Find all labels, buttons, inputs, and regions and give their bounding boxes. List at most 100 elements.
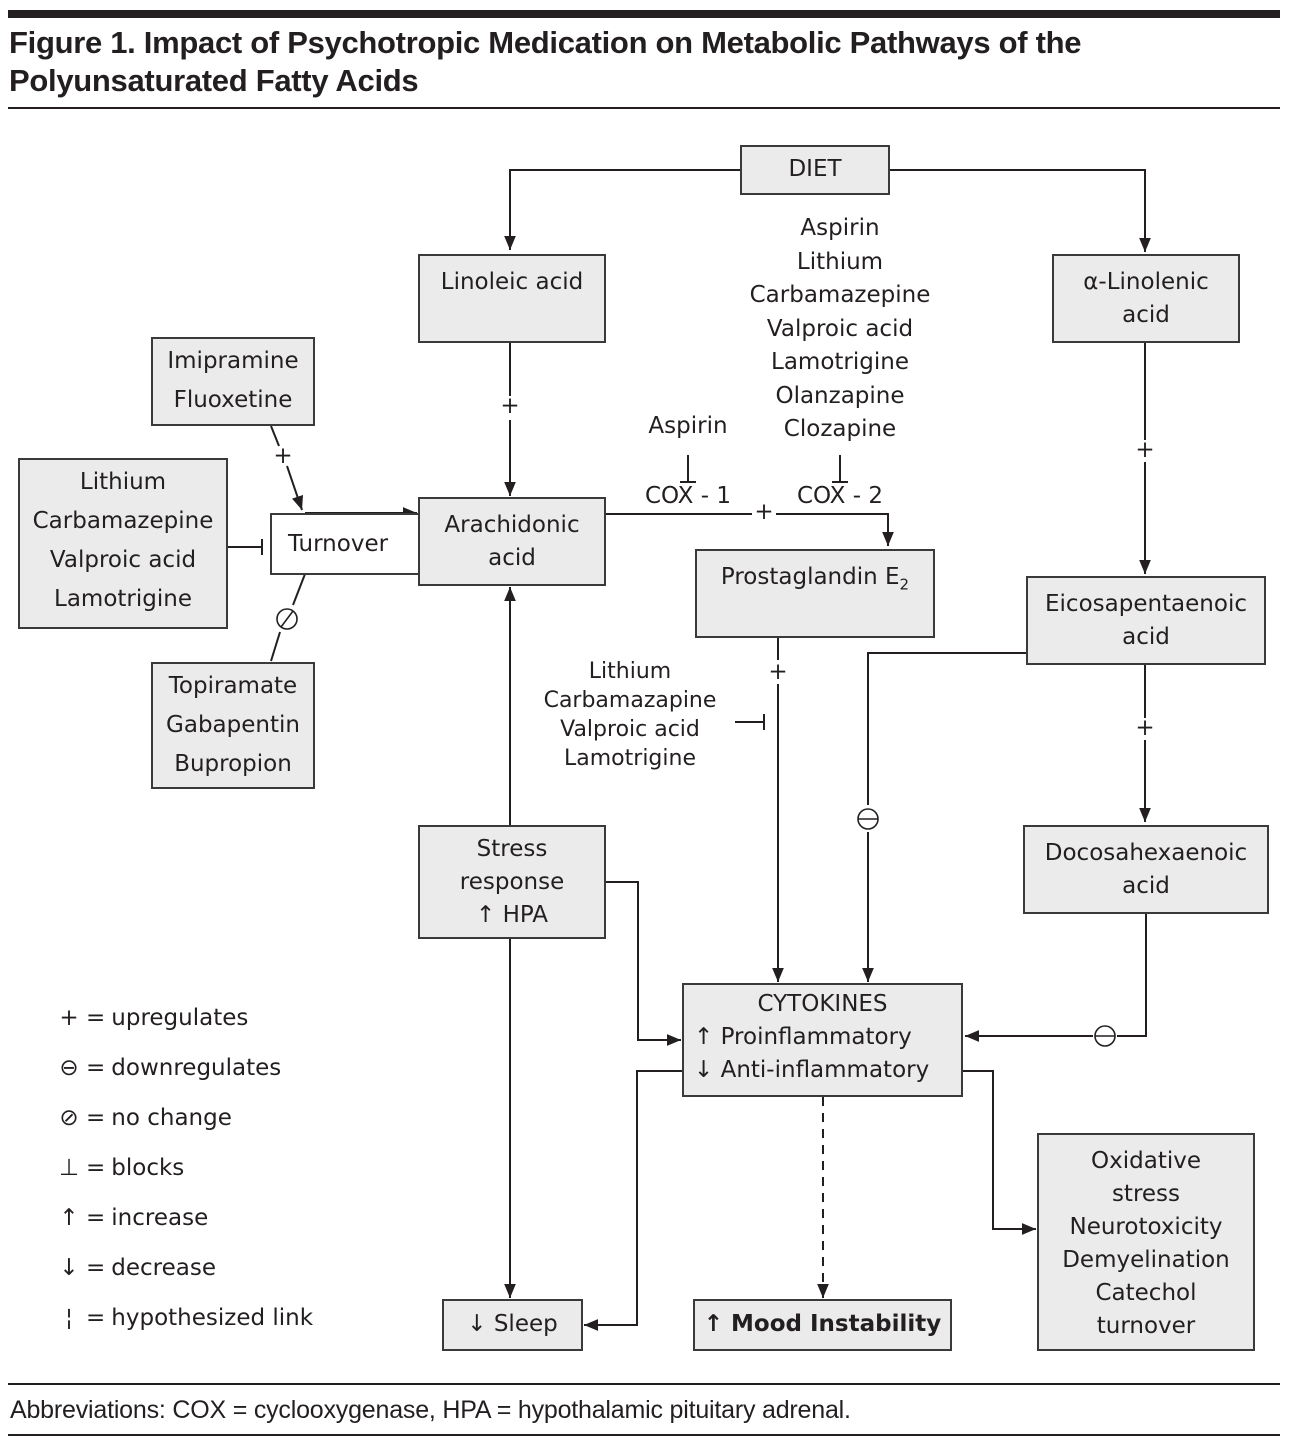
- legend-meaning: increase: [111, 1205, 209, 1231]
- node-dha-line-1: Docosahexaenoic: [1044, 840, 1248, 866]
- footer-bottom-rule: [8, 1434, 1280, 1436]
- edge-antidepressants-turnover-b: [286, 465, 304, 511]
- legend-item: ⊥ = blocks: [56, 1143, 313, 1193]
- plus-icon: +: [59, 1005, 79, 1031]
- node-alpha-linolenic-line-2: acid: [1122, 302, 1170, 328]
- outcome-demyelination: Demyelination: [1062, 1247, 1230, 1273]
- pge2-blocker: Lithium: [588, 659, 672, 684]
- legend-meaning: hypothesized link: [111, 1305, 314, 1331]
- outcome-neurotoxicity: Neurotoxicity: [1069, 1214, 1223, 1240]
- drug-lamotrigine: Lamotrigine: [54, 586, 192, 612]
- plus-icon: +: [1135, 715, 1155, 741]
- pge2-blocker: Valproic acid: [560, 717, 700, 742]
- node-epa-line-1: Eicosapentaenoic: [1045, 591, 1247, 617]
- legend-meaning: downregulates: [111, 1055, 282, 1081]
- plus-icon: +: [1135, 437, 1155, 463]
- down-arrow-icon: ↓: [59, 1255, 79, 1281]
- edge-cytokines-sleep: [584, 1070, 683, 1331]
- drug-gabapentin: Gabapentin: [166, 712, 300, 738]
- top-thick-rule: [8, 10, 1280, 18]
- title-underline: [8, 107, 1280, 109]
- no-change-icon: ⊘: [59, 1105, 79, 1131]
- cox2-blocker: Clozapine: [783, 416, 897, 442]
- cox1-block-marker: [680, 455, 696, 483]
- edge-diet-linoleic: [504, 169, 740, 250]
- node-mood-stabilizers: Lithium Carbamazepine Valproic acid Lamo…: [18, 458, 228, 629]
- up-arrow-icon: ↑: [59, 1205, 79, 1231]
- cox2-blocker-list: Aspirin Lithium Carbamazepine Valproic a…: [730, 212, 950, 447]
- legend: + = upregulates ⊖ = downregulates ⊘ = no…: [56, 993, 313, 1343]
- legend-equals: =: [86, 1155, 106, 1181]
- node-alpha-linolenic-line-1: α-Linolenic: [1083, 269, 1209, 295]
- cox2-blocker: Carbamazepine: [749, 282, 931, 308]
- drug-fluoxetine: Fluoxetine: [173, 387, 293, 413]
- node-linoleic-acid-label: Linoleic acid: [440, 269, 584, 295]
- footer-top-rule: [8, 1383, 1280, 1385]
- cox1-blocker: Aspirin: [648, 413, 728, 439]
- node-turnover: Turnover: [270, 513, 420, 575]
- node-arachidonic-line-2: acid: [488, 545, 536, 571]
- drug-carbamazepine: Carbamazepine: [32, 508, 214, 534]
- edge-epa-cytokines-a: [867, 652, 1026, 805]
- node-prostaglandin-label: Prostaglandin E2: [697, 561, 933, 602]
- pge2-blocker: Lamotrigine: [564, 746, 696, 771]
- prostaglandin-subscript: 2: [899, 575, 910, 594]
- node-turnover-label: Turnover: [288, 531, 389, 557]
- node-diet-label: DIET: [788, 156, 842, 182]
- outcome-oxidative: Oxidative: [1091, 1148, 1201, 1174]
- plus-icon: +: [768, 659, 788, 685]
- drug-valproic-acid: Valproic acid: [49, 547, 197, 573]
- cox2-blocker: Lithium: [796, 248, 884, 275]
- edge-mood-stabilizers-block-turnover: [228, 539, 263, 555]
- edge-cox2-prostaglandin: [776, 513, 894, 546]
- node-docosahexaenoic-acid: Docosahexaenoic acid: [1023, 825, 1269, 914]
- legend-meaning: no change: [111, 1105, 232, 1131]
- legend-equals: =: [86, 1305, 106, 1331]
- node-stress-line-3: ↑ HPA: [475, 902, 548, 928]
- edge-turnover-nochange-b: [270, 631, 281, 662]
- node-stress-response: Stress response ↑ HPA: [418, 825, 606, 939]
- node-antidepressants: Imipramine Fluoxetine: [151, 337, 315, 426]
- node-cytokines-anti-inflammatory: ↓ Anti-inflammatory: [694, 1057, 930, 1083]
- node-arachidonic-acid: Arachidonic acid: [418, 497, 606, 586]
- cox2-block-marker: [832, 455, 848, 483]
- cox2-blocker: Aspirin: [800, 215, 880, 241]
- outcome-catechol: Catechol: [1095, 1280, 1197, 1306]
- outcome-turnover: turnover: [1096, 1313, 1196, 1339]
- drug-lithium: Lithium: [79, 469, 167, 495]
- node-sleep: ↓ Sleep: [442, 1299, 583, 1351]
- cox2-blocker: Olanzapine: [775, 382, 905, 409]
- pge2-blocker-list: Lithium Carbamazapine Valproic acid Lamo…: [520, 657, 740, 773]
- plus-icon: +: [500, 393, 520, 419]
- legend-equals: =: [86, 1005, 106, 1031]
- abbreviations-note: Abbreviations: COX = cyclooxygenase, HPA…: [10, 1396, 851, 1424]
- cox2-blocker: Lamotrigine: [771, 349, 909, 375]
- legend-equals: =: [86, 1055, 106, 1081]
- node-cytokines-title: CYTOKINES: [757, 991, 888, 1017]
- minus-circle-icon: ⊖: [59, 1055, 79, 1081]
- legend-equals: =: [86, 1205, 106, 1231]
- legend-equals: =: [86, 1105, 106, 1131]
- node-arachidonic-line-1: Arachidonic: [444, 512, 580, 538]
- legend-item: ⊖ = downregulates: [56, 1043, 313, 1093]
- node-no-change-drugs: Topiramate Gabapentin Bupropion: [151, 662, 315, 789]
- legend-item: + = upregulates: [56, 993, 313, 1043]
- legend-meaning: upregulates: [111, 1005, 249, 1031]
- node-stress-line-1: Stress: [476, 836, 548, 862]
- node-dha-line-2: acid: [1122, 873, 1170, 899]
- edge-stress-cytokines: [606, 881, 681, 1046]
- pge2-blocker: Carbamazapine: [543, 688, 717, 713]
- node-diet: DIET: [740, 145, 890, 195]
- drug-imipramine: Imipramine: [167, 348, 299, 374]
- cox2-label: COX - 2: [796, 483, 883, 509]
- prostaglandin-text: Prostaglandin E: [720, 564, 900, 590]
- pge2-blockers-marker: [735, 714, 765, 730]
- node-eicosapentaenoic-acid: Eicosapentaenoic acid: [1026, 576, 1266, 665]
- outcome-stress: stress: [1111, 1181, 1181, 1207]
- node-alpha-linolenic-acid: α-Linolenic acid: [1052, 254, 1240, 343]
- figure-title: Figure 1. Impact of Psychotropic Medicat…: [9, 24, 1279, 100]
- legend-item: ¦ = hypothesized link: [56, 1293, 313, 1343]
- plus-icon: +: [754, 499, 774, 525]
- node-stress-line-2: response: [459, 869, 565, 895]
- drug-topiramate: Topiramate: [168, 673, 298, 699]
